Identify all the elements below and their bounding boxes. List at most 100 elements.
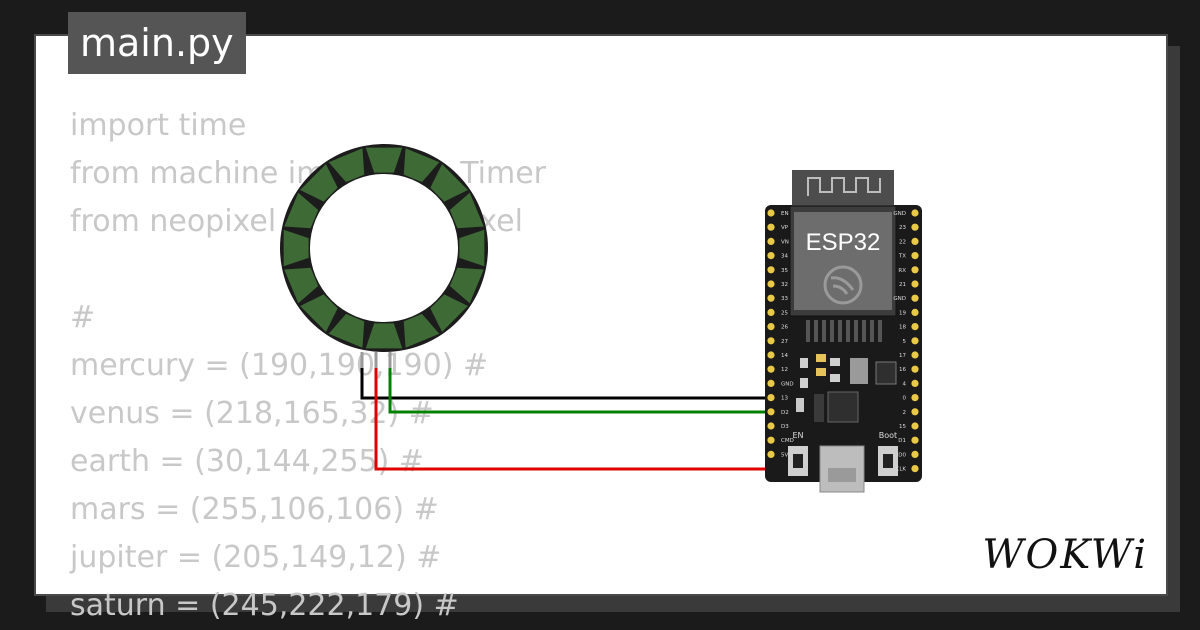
header-pin[interactable] xyxy=(767,209,775,217)
pin-label: 25 xyxy=(781,310,788,316)
header-pin[interactable] xyxy=(767,394,775,402)
pin-label: GND xyxy=(893,211,906,217)
ring-pixel xyxy=(403,148,440,183)
chip-shield xyxy=(794,212,892,310)
ring-pixel xyxy=(284,267,319,304)
power-wire[interactable] xyxy=(374,368,770,471)
pin-label: 35 xyxy=(781,268,788,274)
ring-pixel xyxy=(328,148,365,183)
module-pad xyxy=(838,320,842,342)
header-pin[interactable] xyxy=(767,422,775,430)
header-pin[interactable] xyxy=(911,252,919,260)
header-pin[interactable] xyxy=(911,408,919,416)
header-pin[interactable] xyxy=(767,351,775,359)
ic-small xyxy=(875,361,897,385)
pin-label: CLK xyxy=(895,467,906,473)
pin-label: CMD xyxy=(781,438,794,444)
component-array xyxy=(814,394,824,422)
code-line: import time xyxy=(70,108,247,143)
pin-label: 26 xyxy=(781,325,788,331)
pin-label: 22 xyxy=(899,239,906,245)
ring-pixel xyxy=(459,229,485,267)
pin-label: 34 xyxy=(781,254,788,260)
header-pin[interactable] xyxy=(911,294,919,302)
en-label: EN xyxy=(792,431,803,440)
header-pin[interactable] xyxy=(911,422,919,430)
ring-pixel xyxy=(365,147,403,173)
header-pin[interactable] xyxy=(911,266,919,274)
header-pin[interactable] xyxy=(911,209,919,217)
code-line: earth = (30,144,255) # xyxy=(70,444,425,479)
en-button-cap xyxy=(793,454,803,468)
pin-label: 27 xyxy=(781,339,788,345)
header-pin[interactable] xyxy=(767,365,775,373)
ring-center xyxy=(310,174,458,322)
pin-label: 13 xyxy=(781,396,788,402)
pin-label: 14 xyxy=(781,353,788,359)
espressif-logo xyxy=(823,265,863,305)
pin-label: 33 xyxy=(781,296,788,302)
header-pin[interactable] xyxy=(767,223,775,231)
neopixel-ring[interactable] xyxy=(280,144,488,352)
header-pin[interactable] xyxy=(911,351,919,359)
header-pin[interactable] xyxy=(767,450,775,458)
header-pin[interactable] xyxy=(767,294,775,302)
code-line: # xyxy=(70,300,96,335)
ring-pixel xyxy=(365,323,403,349)
module-pads xyxy=(806,320,882,342)
module-pad xyxy=(870,320,874,342)
header-pin[interactable] xyxy=(767,337,775,345)
header-pin[interactable] xyxy=(767,308,775,316)
module-pad xyxy=(846,320,850,342)
esp32-board[interactable]: ESP32 EN Boot ENVPVN343532332526271412GN… xyxy=(765,170,922,493)
header-pin[interactable] xyxy=(911,280,919,288)
data-wire[interactable] xyxy=(388,368,770,414)
gnd-wire[interactable] xyxy=(360,368,770,400)
ring-pixel xyxy=(328,313,365,348)
pin-label: VN xyxy=(781,239,789,245)
led-1 xyxy=(816,354,826,362)
pin-label: 17 xyxy=(899,353,906,359)
pin-label: 23 xyxy=(899,225,906,231)
code-line: mars = (255,106,106) # xyxy=(70,492,439,527)
pin-label: 21 xyxy=(899,282,906,288)
led-component xyxy=(796,398,804,412)
header-pin[interactable] xyxy=(767,379,775,387)
header-pin[interactable] xyxy=(767,252,775,260)
pin-label: D1 xyxy=(898,438,906,444)
header-pin[interactable] xyxy=(911,465,919,473)
module-pad xyxy=(862,320,866,342)
ring-pixel xyxy=(430,294,468,332)
header-pin[interactable] xyxy=(911,394,919,402)
header-pin[interactable] xyxy=(911,237,919,245)
header-pin[interactable] xyxy=(767,280,775,288)
pin-label: 19 xyxy=(899,310,906,316)
boot-button-cap xyxy=(883,454,893,468)
wokwi-logo: WOKWi xyxy=(982,532,1148,578)
header-pin[interactable] xyxy=(911,223,919,231)
smd-2 xyxy=(830,374,840,382)
pin-label: 5 xyxy=(903,339,907,345)
header-pin[interactable] xyxy=(911,436,919,444)
usb-port-inner xyxy=(828,468,856,482)
antenna-trace xyxy=(807,177,881,196)
header-pin[interactable] xyxy=(911,323,919,331)
header-pin[interactable] xyxy=(767,237,775,245)
smd-1 xyxy=(830,358,840,366)
ring-pixel xyxy=(300,294,338,332)
header-pin[interactable] xyxy=(767,266,775,274)
pin-label: VP xyxy=(781,225,789,231)
header-pin[interactable] xyxy=(767,323,775,331)
pin-label: 2 xyxy=(903,410,907,416)
header-pin[interactable] xyxy=(911,365,919,373)
header-pin[interactable] xyxy=(911,337,919,345)
pin-label: TX xyxy=(898,254,906,260)
file-tab[interactable]: main.py xyxy=(68,12,246,74)
module-pad xyxy=(806,320,810,342)
header-pin[interactable] xyxy=(767,408,775,416)
header-pin[interactable] xyxy=(911,308,919,316)
header-pin[interactable] xyxy=(911,450,919,458)
header-pin[interactable] xyxy=(911,379,919,387)
header-pin[interactable] xyxy=(767,436,775,444)
